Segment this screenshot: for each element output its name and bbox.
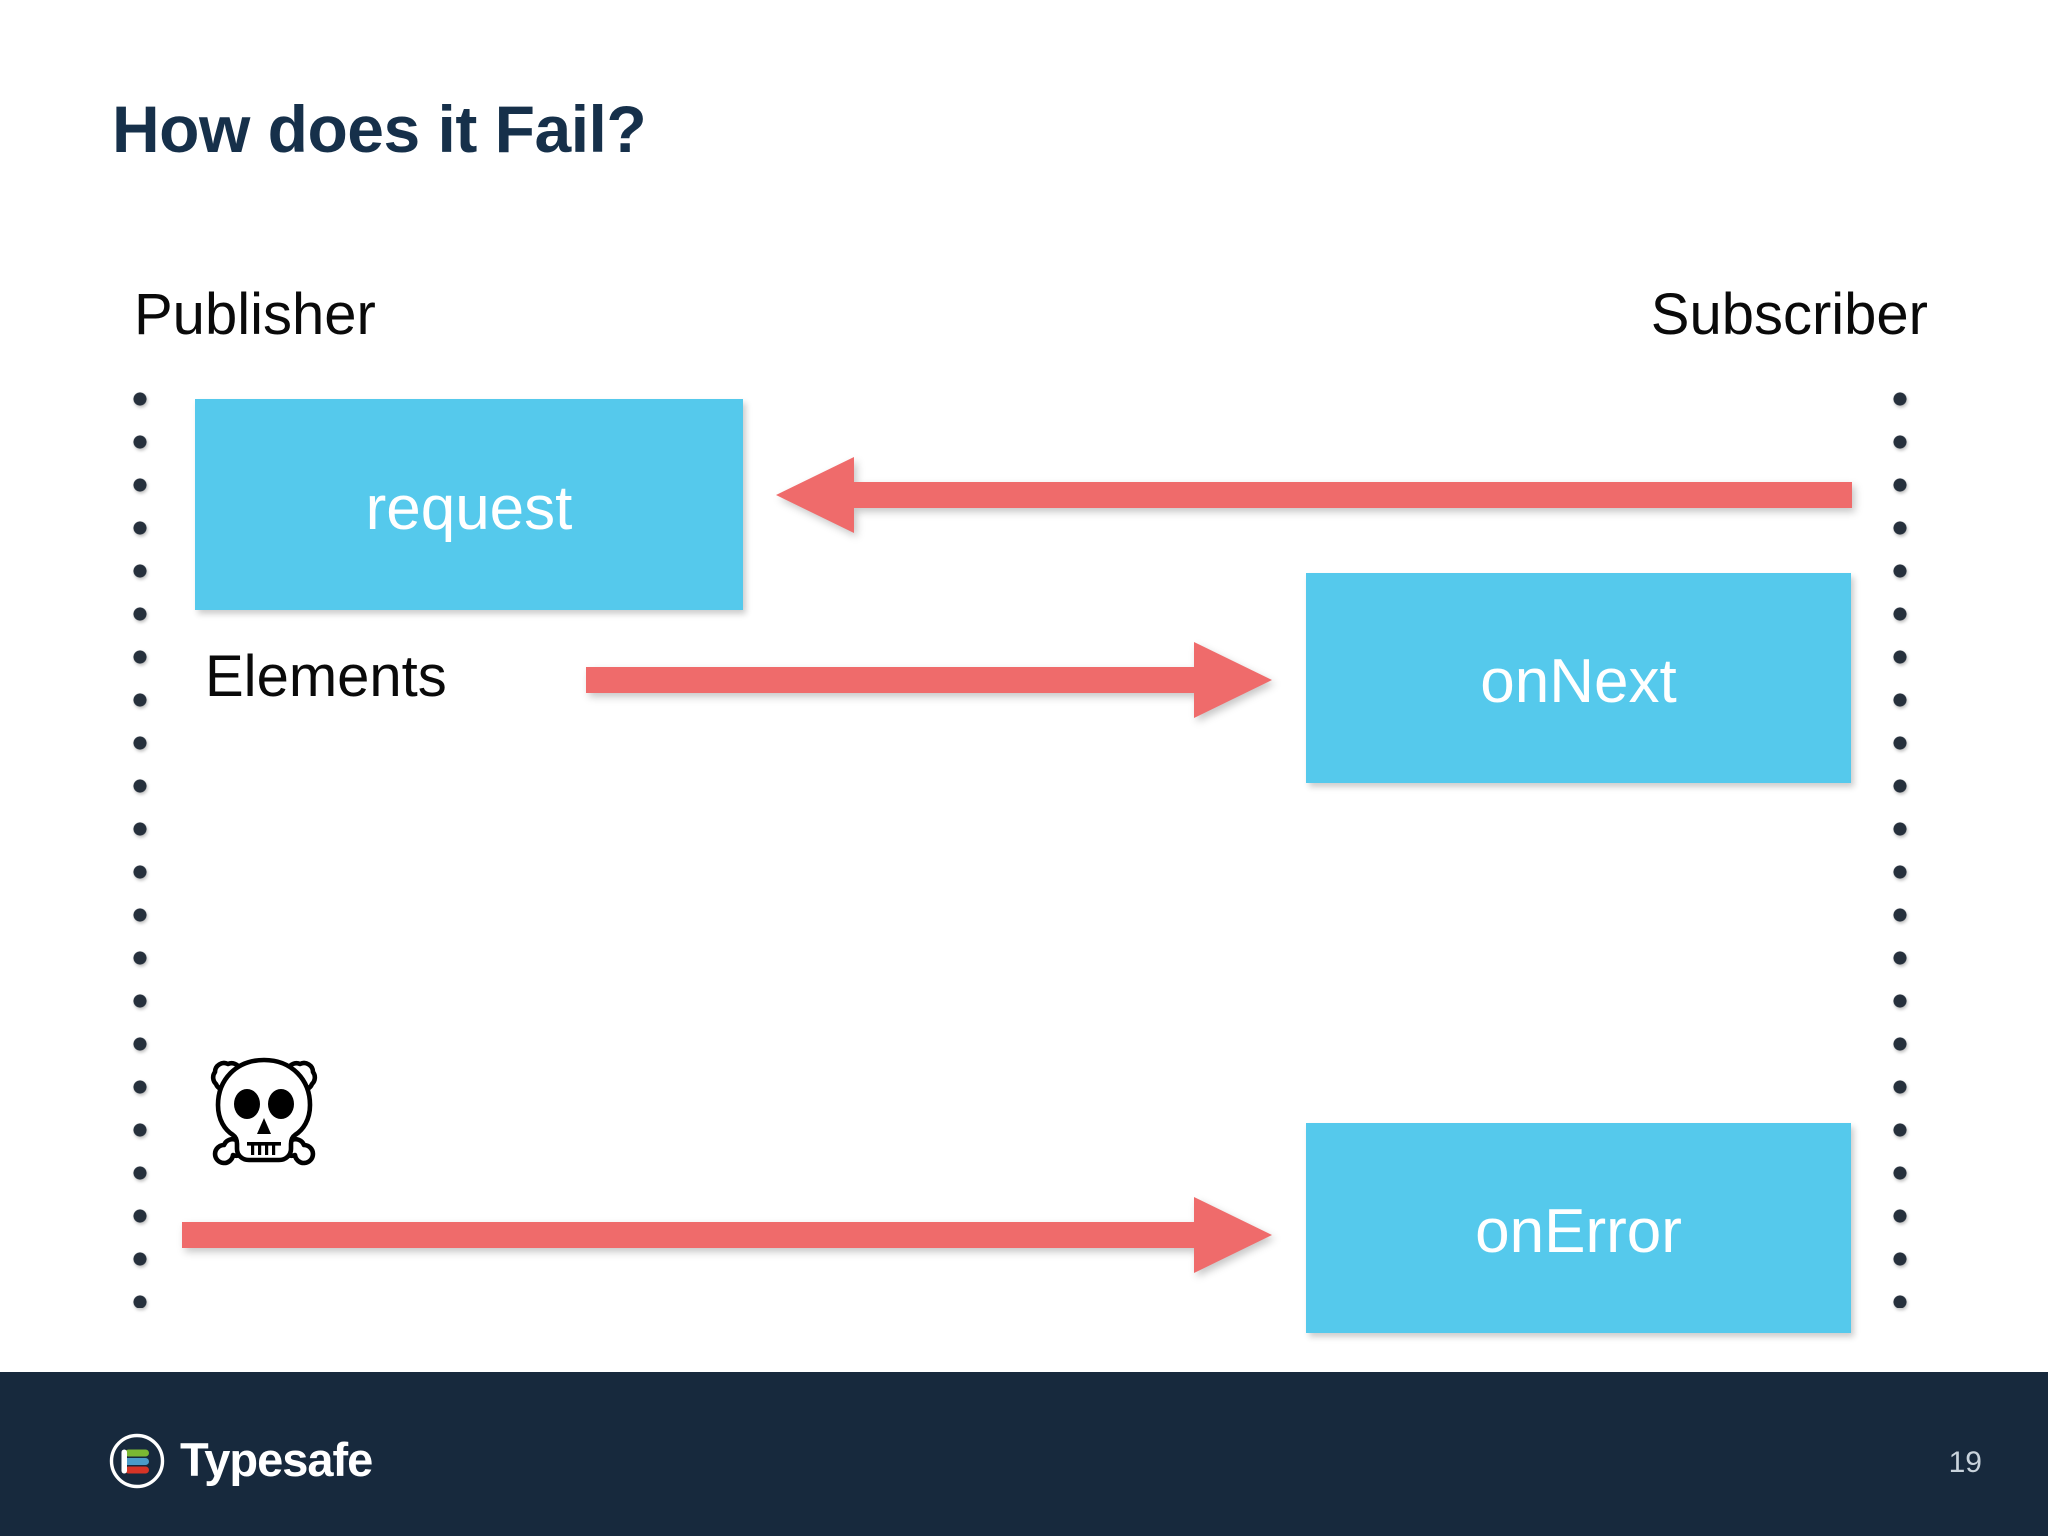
arrow-onerror-right [182,1195,1272,1275]
lane-label-subscriber: Subscriber [1650,282,1928,347]
message-box-request: request [195,399,743,610]
page-number: 19 [1948,1446,1982,1479]
lane-label-publisher: Publisher [134,282,376,347]
lifeline-publisher [133,392,147,1308]
message-box-onerror: onError [1306,1123,1851,1333]
arrow-elements-right [586,640,1272,720]
skull-and-crossbones-icon [200,1042,328,1176]
typesafe-logo-icon [109,1433,165,1489]
message-box-onnext-label: onNext [1480,647,1677,716]
typesafe-wordmark: Typesafe [180,1432,373,1486]
typesafe-logo: Typesafe [108,1432,373,1490]
caption-elements: Elements [205,644,447,709]
message-box-onnext: onNext [1306,573,1851,783]
message-box-request-label: request [365,473,573,543]
message-box-onerror-label: onError [1475,1197,1682,1266]
page-title: How does it Fail? [112,92,647,166]
footer-bar [0,1372,2048,1536]
lifeline-subscriber [1893,392,1907,1308]
arrow-request-left [776,455,1852,535]
